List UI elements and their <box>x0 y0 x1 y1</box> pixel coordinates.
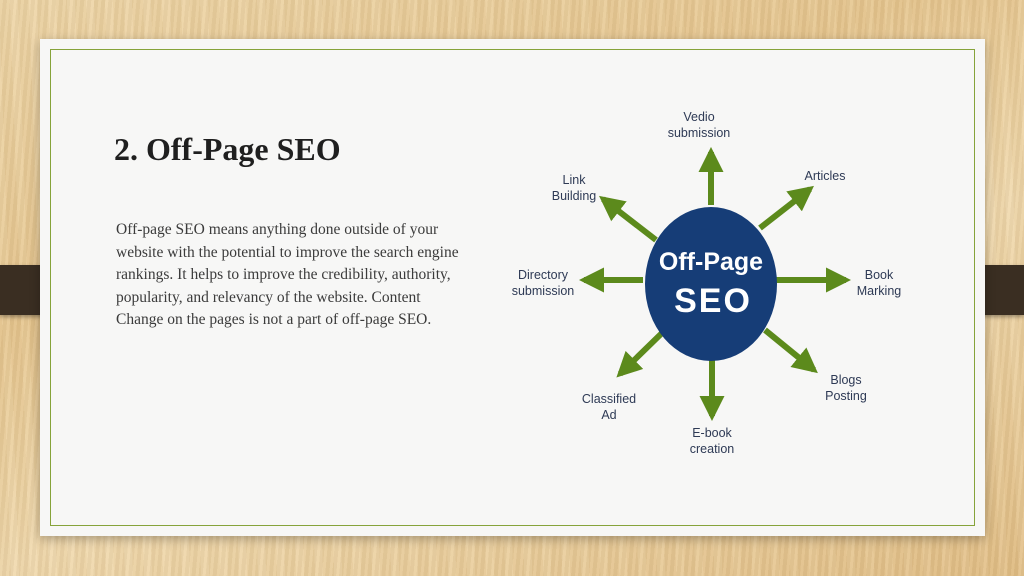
label-directory-line2: submission <box>512 284 575 298</box>
arrow-up-left <box>599 195 658 243</box>
label-blogs-line2: Posting <box>825 389 867 403</box>
label-blogs-line1: Blogs <box>830 373 861 387</box>
label-classified-line1: Classified <box>582 392 636 406</box>
arrow-down-right <box>763 327 818 374</box>
label-book-line1: Book <box>865 268 894 282</box>
label-vedio-line1: Vedio <box>683 110 714 124</box>
off-page-seo-hub <box>645 207 777 361</box>
label-ebook-line1: E-book <box>692 426 732 440</box>
label-link-line2: Building <box>552 189 597 203</box>
hub-label-line1: Off-Page <box>659 248 763 276</box>
slide-title: 2. Off-Page SEO <box>114 131 341 167</box>
label-classified-line2: Ad <box>601 408 616 422</box>
arrow-up-right <box>758 185 814 231</box>
label-directory-line1: Directory <box>518 268 569 282</box>
label-link-line1: Link <box>563 173 587 187</box>
label-ebook-line2: creation <box>690 442 735 456</box>
label-book-line2: Marking <box>857 284 902 298</box>
slide-paragraph: Off-page SEO means anything done outside… <box>116 221 459 329</box>
label-vedio-line2: submission <box>668 126 731 140</box>
hub-label-line2: SEO <box>674 282 752 320</box>
label-articles: Articles <box>805 169 846 183</box>
arrow-down-left <box>616 330 665 378</box>
